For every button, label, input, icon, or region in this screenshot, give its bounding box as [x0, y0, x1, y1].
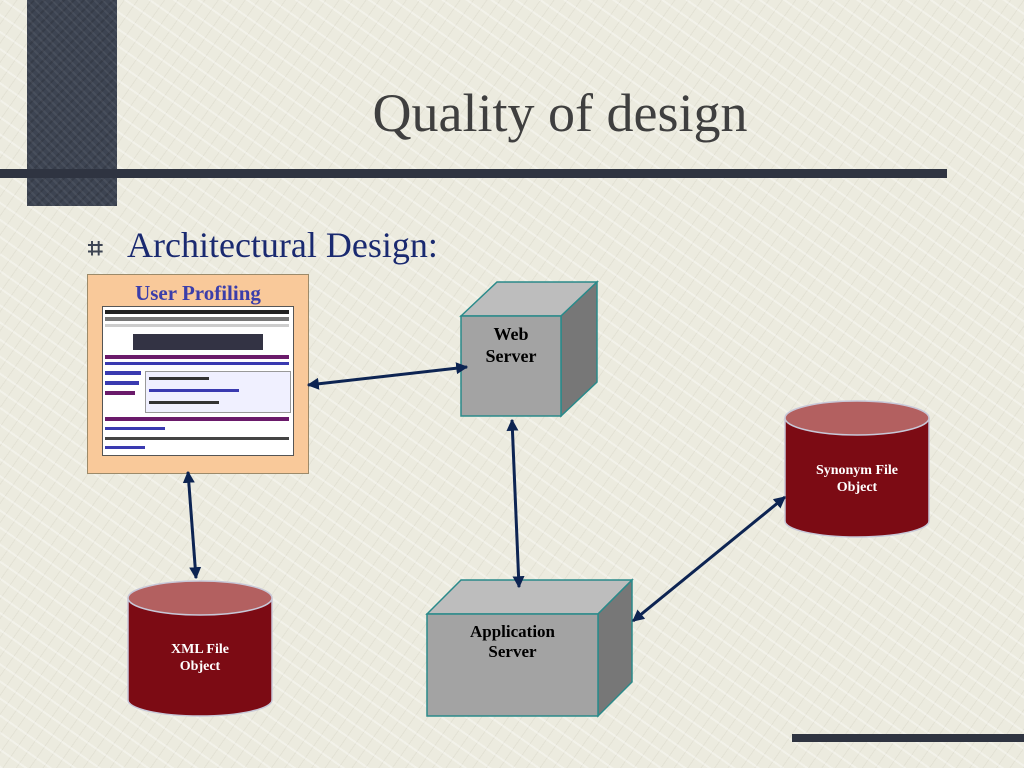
connector-web-app	[506, 418, 525, 589]
synonym-file-label-line1: Synonym File	[815, 463, 899, 478]
title-rule	[0, 169, 947, 178]
webpage-screenshot-thumbnail	[102, 306, 294, 456]
xml-file-label-line1: XML File	[171, 642, 229, 657]
xml-file-label-line2: Object	[179, 658, 221, 674]
web-server-label: Web Server	[461, 324, 561, 367]
xml-file-label: XML File Object	[128, 642, 272, 676]
synonym-file-label: Synonym File Object	[785, 463, 929, 497]
connector-app-synonym	[632, 495, 786, 623]
bullet-text: Architectural Design:	[127, 225, 438, 265]
application-server-label-line1: Application	[469, 622, 556, 641]
web-server-label-line1: Web	[493, 324, 529, 344]
connector-profile-web	[306, 362, 469, 390]
footer-rule	[792, 734, 1024, 742]
bullet-icon: ⌗	[88, 234, 103, 264]
connector-profile-xml	[182, 470, 202, 580]
application-server-label: Application Server	[427, 622, 598, 663]
synonym-file-label-line2: Object	[836, 479, 878, 495]
user-profiling-node: User Profiling	[87, 274, 309, 474]
slide-title: Quality of design	[372, 83, 748, 143]
application-server-label-line2: Server	[488, 642, 537, 662]
web-server-label-line2: Server	[485, 345, 537, 366]
user-profiling-label: User Profiling	[135, 281, 261, 305]
